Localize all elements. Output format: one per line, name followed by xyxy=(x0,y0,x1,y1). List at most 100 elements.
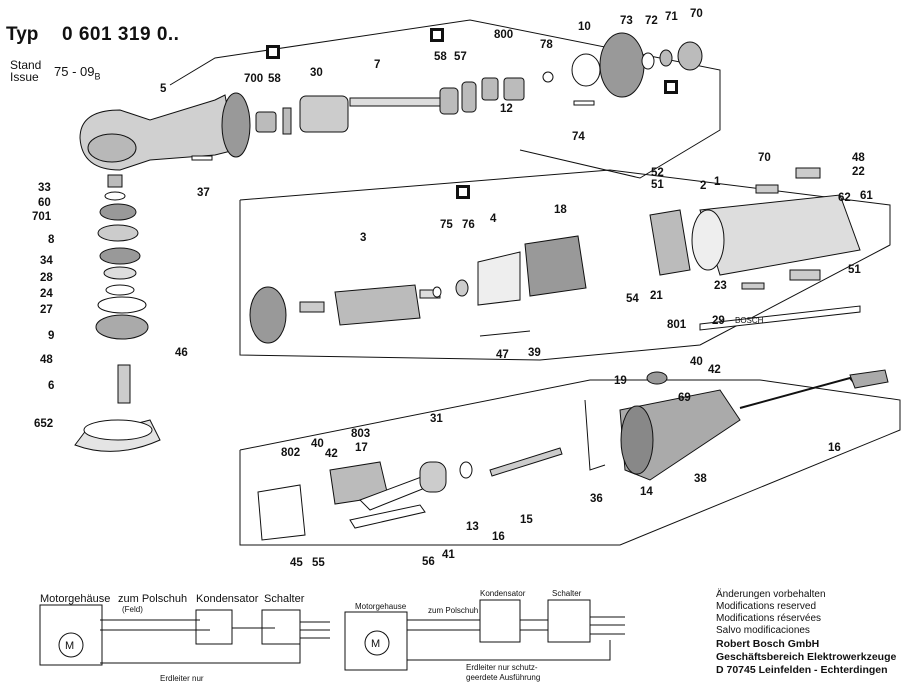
type-prefix: 0 601 xyxy=(62,24,113,45)
part-number-label: 78 xyxy=(540,39,553,51)
part-number-label: 54 xyxy=(626,293,639,305)
part-number-label: 51 xyxy=(848,264,861,276)
circuit-right-schalter: Schalter xyxy=(552,589,582,598)
part-number-label: 15 xyxy=(520,514,533,526)
stand-value: 75 - 09B xyxy=(54,64,101,82)
part-number-label: 3 xyxy=(360,232,366,244)
top-shaft-parts xyxy=(191,32,703,161)
left-stack-parts xyxy=(74,174,161,452)
part-number-label: 40 xyxy=(311,438,324,450)
circuit-left-erdleiter: Erdleiter nur xyxy=(160,674,204,683)
circuit-right-kondensator: Kondensator xyxy=(480,589,526,598)
armature xyxy=(249,284,441,344)
stand-value-text: 75 - 09 xyxy=(54,64,95,79)
part-number-label: 33 xyxy=(38,182,51,194)
part-number-label: 71 xyxy=(665,11,678,23)
frame-bottom xyxy=(239,379,901,546)
part-number-label: 4 xyxy=(490,213,497,225)
part-number-label: 60 xyxy=(38,197,51,209)
part-number-label: 62 xyxy=(838,192,851,204)
part-number-label: 29 xyxy=(712,315,725,327)
part-number-label: 22 xyxy=(852,166,865,178)
note-1: Änderungen vorbehalten xyxy=(716,589,826,600)
part-number-label: 802 xyxy=(281,447,300,459)
part-number-label: 10 xyxy=(578,21,591,33)
circuit-diagram-left xyxy=(39,604,330,666)
type-bold: 319 xyxy=(117,24,152,45)
circuit-right-polschuh: zum Polschuh xyxy=(428,606,478,615)
part-number-label: 700 xyxy=(244,73,263,85)
part-number-label: 6 xyxy=(48,380,54,392)
part-number-label: 47 xyxy=(496,349,509,361)
circuit-left-schalter: Schalter xyxy=(264,593,305,605)
part-number-label: 803 xyxy=(351,428,370,440)
part-number-label: 23 xyxy=(714,280,727,292)
part-number-label: 74 xyxy=(572,131,585,143)
stand-issue-label: Stand Issue xyxy=(10,59,41,83)
motor-housing: BOSCH xyxy=(649,167,861,331)
bottom-parts xyxy=(257,369,889,541)
circuit-right-erdleiter-1: Erdleiter nur schutz- xyxy=(466,663,538,672)
part-number-label: 52 xyxy=(651,167,664,179)
part-number-label: 34 xyxy=(40,255,53,267)
part-number-label: 12 xyxy=(500,103,513,115)
part-number-label: 46 xyxy=(175,347,188,359)
part-number-label: 13 xyxy=(466,521,479,533)
part-number-label: 58 xyxy=(434,51,447,63)
part-number-label: 69 xyxy=(678,392,691,404)
part-number-label: 76 xyxy=(462,219,475,231)
part-number-label: 17 xyxy=(355,442,368,454)
nameplate-brand: BOSCH xyxy=(735,316,764,325)
part-number-label: 38 xyxy=(694,473,707,485)
middle-parts xyxy=(432,235,587,337)
part-number-label: 58 xyxy=(268,73,281,85)
circuit-left-kondensator: Kondensator xyxy=(196,593,259,605)
part-number-label: 75 xyxy=(440,219,453,231)
marker-boxes xyxy=(266,28,678,199)
circuit-left-motorgehause: Motorgehäuse xyxy=(40,593,110,605)
frame-top xyxy=(169,19,721,179)
part-number-label: 41 xyxy=(442,549,455,561)
stand-label: Stand xyxy=(10,58,42,72)
circuit-left-polschuh: zum Polschuh xyxy=(118,593,187,605)
circuit-right-motorgehause: Motorgehause xyxy=(355,602,407,611)
circuit-right-motor: M xyxy=(371,638,380,650)
part-number-label: 40 xyxy=(690,356,703,368)
part-number-label: 2 xyxy=(700,180,706,192)
part-number-label: 1 xyxy=(714,176,721,188)
circuit-right-erdleiter-2: geerdete Ausführung xyxy=(466,673,540,682)
circuit-left-motor: M xyxy=(65,640,74,652)
part-number-label: 9 xyxy=(48,330,54,342)
part-number-label: 18 xyxy=(554,204,567,216)
part-number-label: 48 xyxy=(852,152,865,164)
part-number-label: 8 xyxy=(48,234,55,246)
part-number-label: 801 xyxy=(667,319,687,331)
company-address: D 70745 Leinfelden - Echterdingen xyxy=(716,664,888,676)
part-number-label: 51 xyxy=(651,179,664,191)
part-number-label: 37 xyxy=(197,187,210,199)
part-number-label: 36 xyxy=(590,493,603,505)
part-number-label: 24 xyxy=(40,288,53,300)
part-number-label: 14 xyxy=(640,486,653,498)
part-number-label: 7 xyxy=(374,59,380,71)
part-number-label: 27 xyxy=(40,304,53,316)
stand-sub: B xyxy=(94,71,101,82)
angle-head-housing xyxy=(79,92,251,171)
part-number-label: 61 xyxy=(860,190,873,202)
part-number-label: 800 xyxy=(494,29,513,41)
part-number-label: 56 xyxy=(422,556,435,568)
part-number-label: 16 xyxy=(828,442,841,454)
part-number-label: 701 xyxy=(32,211,52,223)
part-number-label: 70 xyxy=(758,152,771,164)
part-number-label: 30 xyxy=(310,67,323,79)
part-number-label: 42 xyxy=(325,448,338,460)
company-division: Geschäftsbereich Elektrowerkzeuge xyxy=(716,651,897,663)
part-number-label: 45 xyxy=(290,557,303,569)
company-name: Robert Bosch GmbH xyxy=(716,638,820,650)
type-number: 0 601 319 0.. xyxy=(62,24,179,46)
part-number-label: 19 xyxy=(614,375,627,387)
note-2: Modifications reserved xyxy=(716,601,817,612)
issue-label: Issue xyxy=(10,70,39,84)
